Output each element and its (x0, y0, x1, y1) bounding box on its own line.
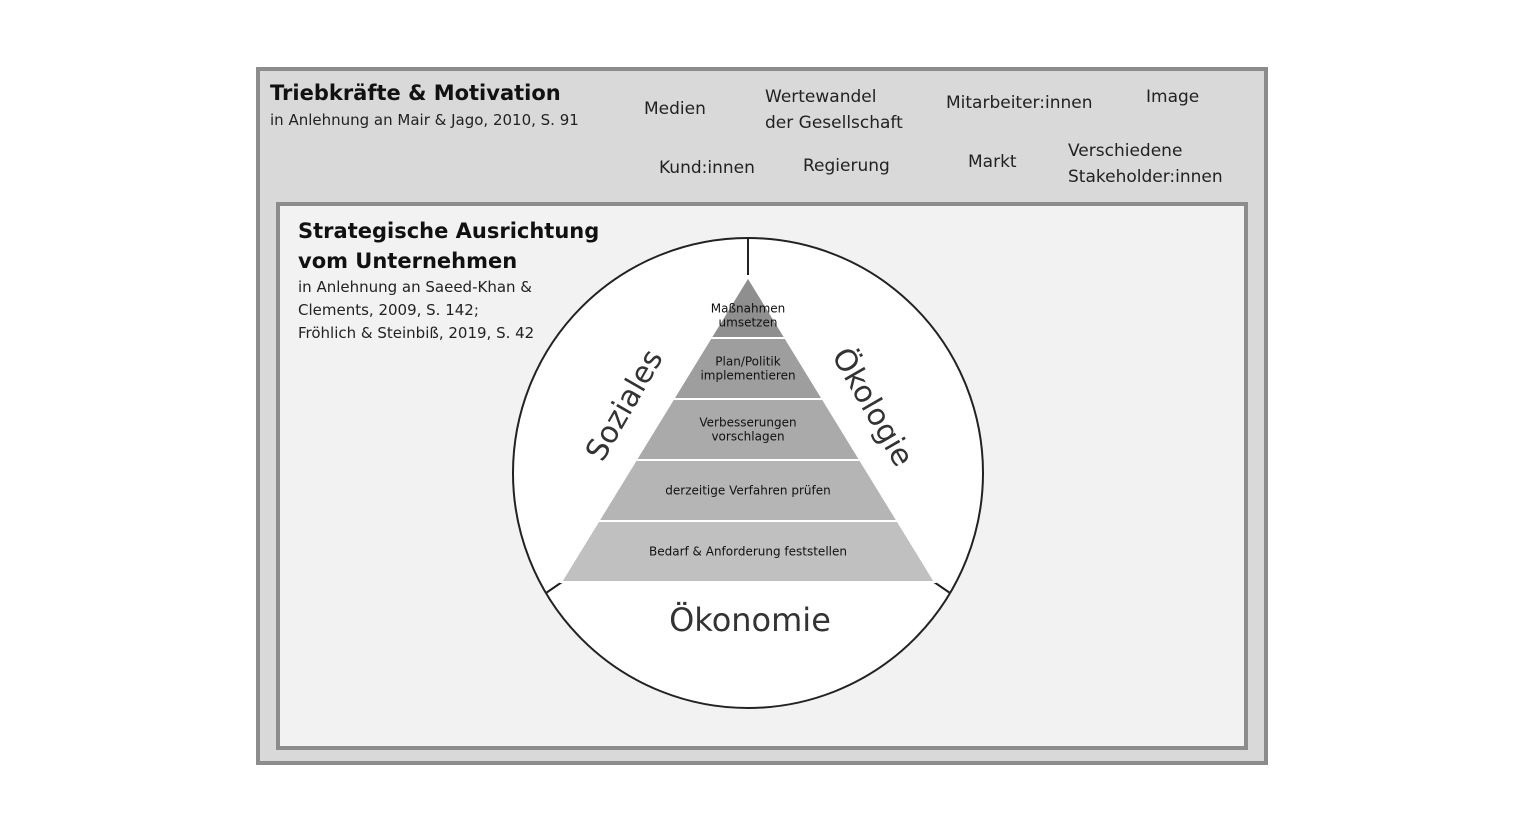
pyramid-level-label: Verbesserungen (699, 416, 796, 430)
driver-item: Medien (644, 99, 706, 119)
driver-item: Regierung (803, 156, 890, 176)
pyramid-level-label: Maßnahmen (711, 302, 786, 316)
dimension-economy: Ökonomie (669, 601, 831, 639)
pyramid-level-label: umsetzen (719, 316, 778, 330)
pyramid-level-label: Bedarf & Anforderung feststellen (649, 545, 847, 559)
driver-item: Kund:innen (659, 158, 755, 178)
drivers-title: Triebkräfte & Motivation (270, 81, 561, 105)
driver-item: Wertewandel der Gesellschaft (765, 87, 903, 133)
driver-item: Verschiedene Stakeholder:innen (1068, 141, 1223, 187)
strategy-source: in Anlehnung an Saeed-Khan & Clements, 2… (298, 278, 535, 342)
driver-item: Mitarbeiter:innen (946, 93, 1093, 113)
divider-right (933, 581, 951, 594)
drivers-source: in Anlehnung an Mair & Jago, 2010, S. 91 (270, 111, 579, 129)
pyramid-level-label: implementieren (700, 369, 795, 383)
pyramid: MaßnahmenumsetzenPlan/Politikimplementie… (559, 275, 937, 583)
driver-item: Markt (968, 152, 1017, 172)
divider-left (545, 581, 563, 594)
pyramid-level-label: derzeitige Verfahren prüfen (665, 484, 830, 498)
pyramid-level-label: Plan/Politik (715, 355, 780, 369)
pyramid-level (559, 520, 937, 583)
strategy-title: Strategische Ausrichtung vom Unternehmen (298, 219, 600, 273)
pyramid-level-label: vorschlagen (711, 430, 784, 444)
driver-item: Image (1146, 87, 1200, 107)
